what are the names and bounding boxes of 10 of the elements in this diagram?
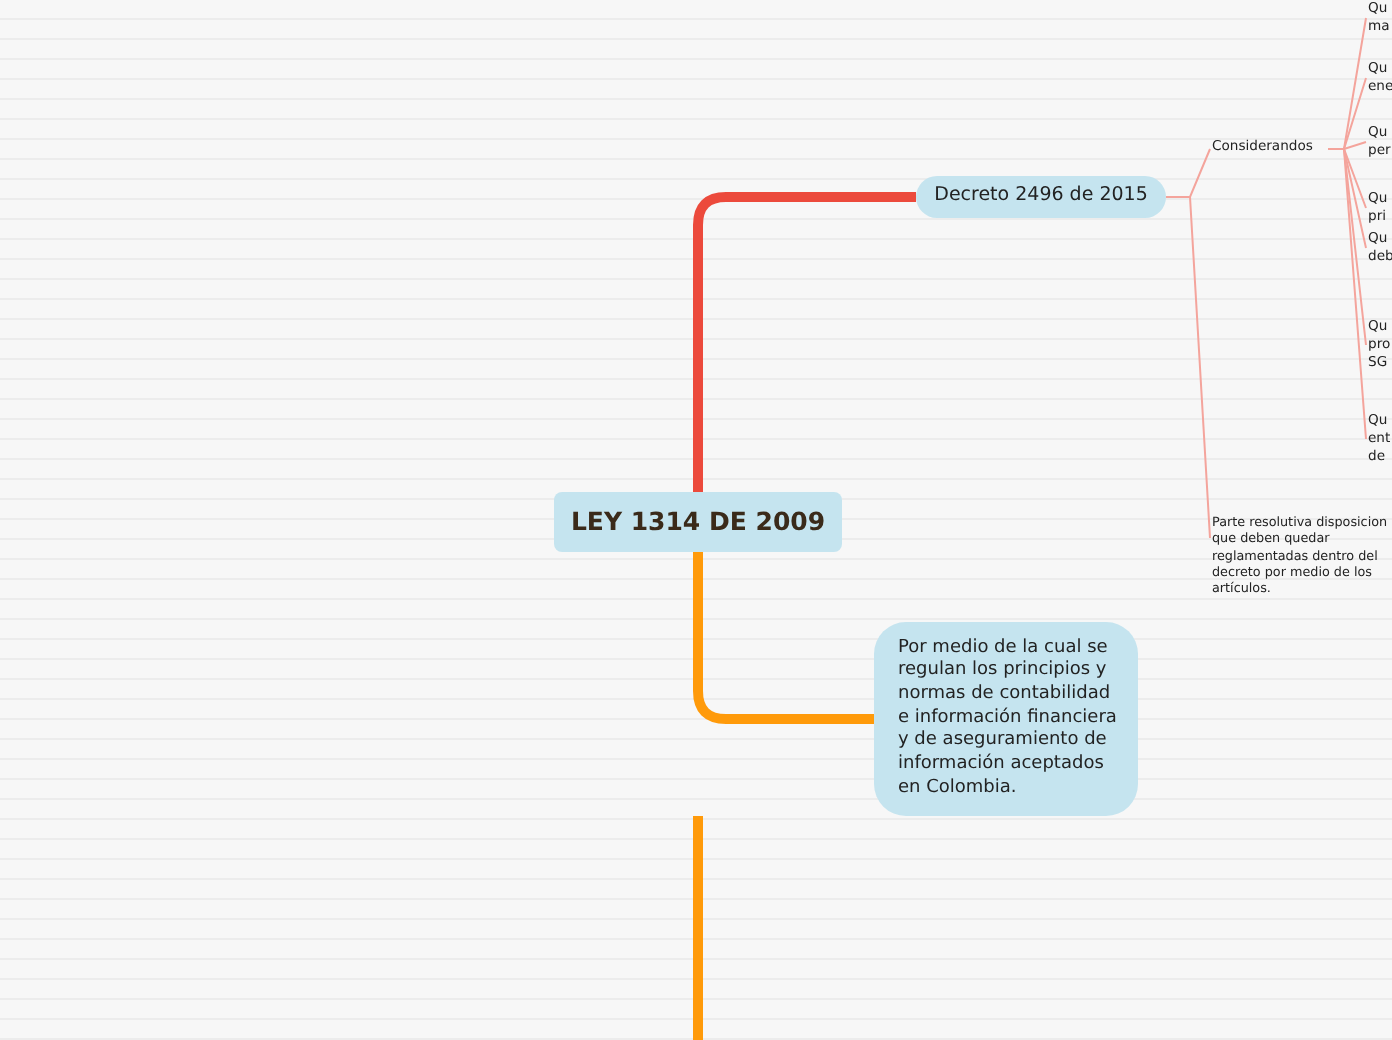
topic-box xyxy=(916,176,1166,218)
connector-line xyxy=(1327,148,1367,440)
topic-text: Decreto 2496 de 2015 xyxy=(934,184,1148,210)
topic-text: Por medio de la cual se regulan los principios y normas de contabilidad e información financiera y de aseguramiento de información aceptados en Colombia. xyxy=(898,637,1119,801)
connector-line xyxy=(693,552,874,724)
connector-line xyxy=(693,192,916,492)
connector-line xyxy=(1165,196,1211,539)
topic-box xyxy=(874,622,1138,816)
root-topic-box xyxy=(554,492,842,552)
topic-text: LEY 1314 DE 2009 xyxy=(570,505,826,539)
